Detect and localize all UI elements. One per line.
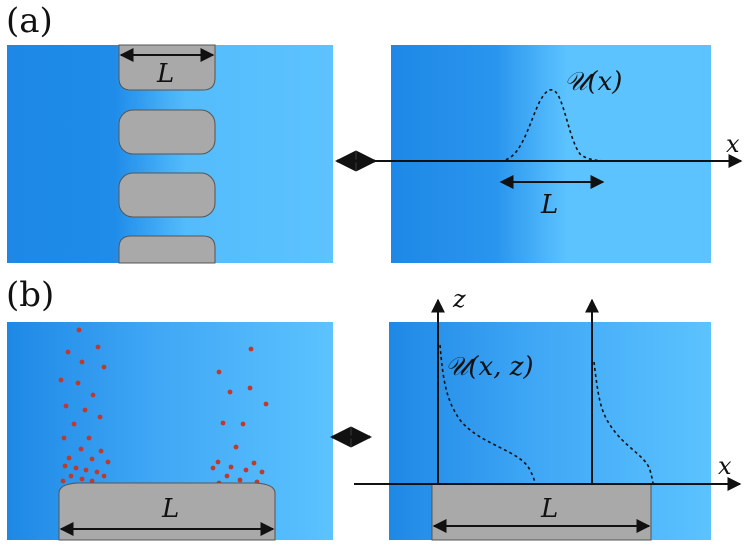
- particle-dot: [83, 467, 89, 473]
- particle-dot: [220, 420, 226, 426]
- particle-dot: [79, 476, 85, 482]
- panel-a-right: x 𝒰(x) L: [358, 45, 743, 263]
- particle-dot: [224, 473, 230, 479]
- particle-dot: [101, 473, 107, 479]
- particle-dot: [78, 446, 84, 452]
- particle-dot: [89, 478, 95, 484]
- particle-dot: [210, 465, 216, 471]
- particle-dot: [71, 421, 77, 427]
- particle-dot: [227, 389, 233, 395]
- particle-dot: [101, 364, 107, 370]
- panel-b-left: L: [7, 322, 333, 541]
- profile-curve: [439, 344, 536, 485]
- solid-pillar: [118, 235, 216, 264]
- particle-dot: [233, 444, 239, 450]
- particle-dot: [75, 380, 81, 386]
- particle-dot: [62, 463, 68, 469]
- profile-curve: [593, 361, 654, 485]
- length-label: L: [161, 494, 179, 524]
- particle-dot: [247, 385, 253, 391]
- particle-dot: [248, 346, 254, 352]
- particle-dot: [61, 435, 67, 441]
- solid-pillar: [118, 172, 216, 218]
- particle-dot: [86, 435, 92, 441]
- particle-dot: [228, 464, 234, 470]
- particle-dot: [216, 369, 222, 375]
- particle-dot: [79, 359, 85, 365]
- particle-dot: [58, 377, 64, 383]
- particle-dot: [76, 327, 82, 333]
- panel-a-tag: (a): [6, 1, 53, 41]
- particle-dot: [73, 465, 79, 471]
- particle-dot: [94, 469, 100, 475]
- profile-label: 𝒰(x, z): [445, 352, 534, 382]
- length-label: L: [156, 59, 174, 89]
- profile-curve: [499, 89, 613, 162]
- particle-dot: [215, 459, 221, 465]
- profile-label: 𝒰(x): [564, 67, 622, 97]
- z-axis-label: z: [452, 285, 466, 313]
- x-axis-label: x: [718, 452, 732, 480]
- particle-dot: [259, 469, 265, 475]
- particle-dot: [105, 459, 111, 465]
- particle-dot: [251, 460, 257, 466]
- x-axis-label: x: [726, 130, 740, 158]
- particle-dot: [63, 403, 69, 409]
- length-label: L: [540, 190, 558, 220]
- particle-dot: [90, 392, 96, 398]
- particle-dot: [68, 473, 74, 479]
- particle-dot: [97, 414, 103, 420]
- particle-dot: [240, 421, 246, 427]
- panel-a-left: L: [7, 44, 333, 264]
- particle-dot: [263, 401, 269, 407]
- panel-b-right: x z 𝒰(x, z) L: [354, 285, 742, 541]
- particle-dot: [95, 344, 101, 350]
- water-region: [391, 45, 711, 263]
- particle-dot: [66, 455, 72, 461]
- particle-dot: [243, 467, 249, 473]
- panel-b-tag: (b): [6, 275, 54, 315]
- particle-dot: [60, 478, 66, 484]
- solid-pillar: [118, 109, 216, 155]
- particle-dot: [82, 407, 88, 413]
- particle-dot: [237, 477, 243, 483]
- particle-dot: [98, 448, 104, 454]
- length-label: L: [540, 494, 558, 524]
- particle-dot: [89, 456, 95, 462]
- particle-dot: [65, 349, 71, 355]
